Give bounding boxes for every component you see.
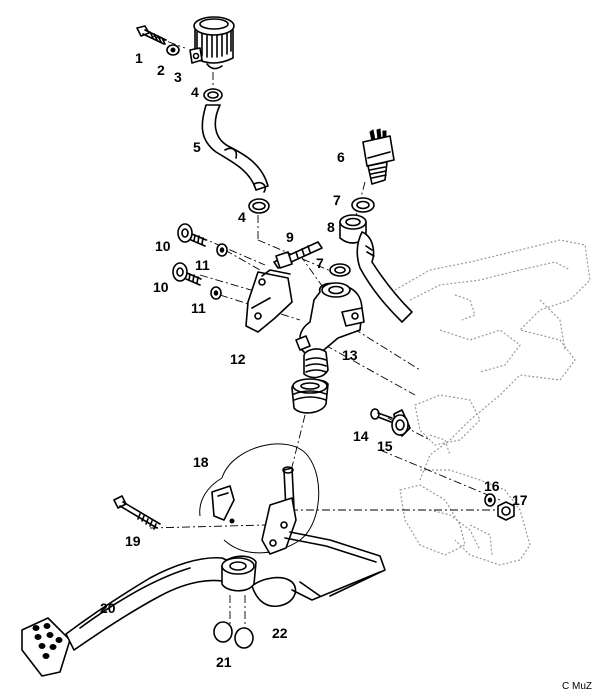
- fluid-reservoir-3: [189, 16, 235, 70]
- linkage-rod: [284, 531, 386, 597]
- return-spring-22: [251, 571, 381, 608]
- callout-16: 16: [484, 478, 500, 494]
- callout-22: 22: [272, 625, 288, 641]
- banjo-fitting-8: [339, 214, 413, 323]
- callout-7: 7: [316, 255, 324, 271]
- callout-13: 13: [342, 347, 358, 363]
- callout-11: 11: [195, 257, 210, 273]
- callout-3: 3: [174, 69, 182, 85]
- callout-1: 1: [135, 50, 143, 66]
- washer-16: [484, 493, 496, 507]
- pivot-bolt-19: [113, 495, 161, 530]
- callout-20: 20: [100, 600, 116, 616]
- callout-4: 4: [191, 84, 199, 100]
- brake-light-switch-6: [362, 128, 395, 185]
- callout-2: 2: [157, 62, 165, 78]
- assembly-leader-lines: [149, 35, 501, 630]
- o-ring-21-right: [234, 627, 254, 649]
- master-cylinder-13: [295, 282, 365, 379]
- callout-labels: 1 2 3 4 5 4 6 7 8 9 7 10 11 10 11 12 13 …: [100, 50, 528, 670]
- mounting-bracket-12: [245, 269, 293, 333]
- callout-5: 5: [193, 139, 201, 155]
- seal-ring-7-lower: [329, 263, 351, 277]
- callout-4: 4: [238, 209, 246, 225]
- washer-2: [166, 44, 180, 56]
- callout-7: 7: [333, 192, 341, 208]
- callout-19: 19: [125, 533, 141, 549]
- washer-11-upper: [216, 243, 228, 257]
- washer-11-lower: [210, 286, 222, 300]
- rubber-boot: [291, 378, 329, 414]
- callout-9: 9: [286, 229, 294, 245]
- callout-15: 15: [377, 438, 393, 454]
- hose-clamp-4-upper: [203, 88, 223, 102]
- pushrod-clevis-detail-18: [199, 443, 320, 555]
- bolt-14: [370, 408, 393, 423]
- spacer-15: [391, 409, 411, 437]
- nut-17: [497, 501, 515, 521]
- pedal-pad-holes: [32, 623, 63, 659]
- callout-21: 21: [216, 654, 232, 670]
- bolt-10-upper: [177, 223, 207, 247]
- callout-18: 18: [193, 454, 209, 470]
- brake-pedal-20: [21, 555, 257, 677]
- callout-17: 17: [512, 492, 528, 508]
- callout-6: 6: [337, 149, 345, 165]
- callout-8: 8: [327, 219, 335, 235]
- copyright-credit: C MuZ: [562, 681, 592, 692]
- callout-10: 10: [155, 238, 171, 254]
- seal-ring-7-upper: [351, 197, 375, 213]
- frame-outline: [394, 239, 591, 566]
- callout-12: 12: [230, 351, 246, 367]
- bolt-1: [136, 25, 167, 45]
- callout-11: 11: [191, 300, 206, 316]
- bolt-10-lower: [172, 262, 202, 286]
- hose-5: [201, 104, 269, 193]
- hose-clamp-4-lower: [248, 198, 270, 214]
- o-ring-21-left: [213, 621, 233, 643]
- bleed-screw-9: [273, 241, 323, 269]
- callout-14: 14: [353, 428, 369, 444]
- callout-10: 10: [153, 279, 169, 295]
